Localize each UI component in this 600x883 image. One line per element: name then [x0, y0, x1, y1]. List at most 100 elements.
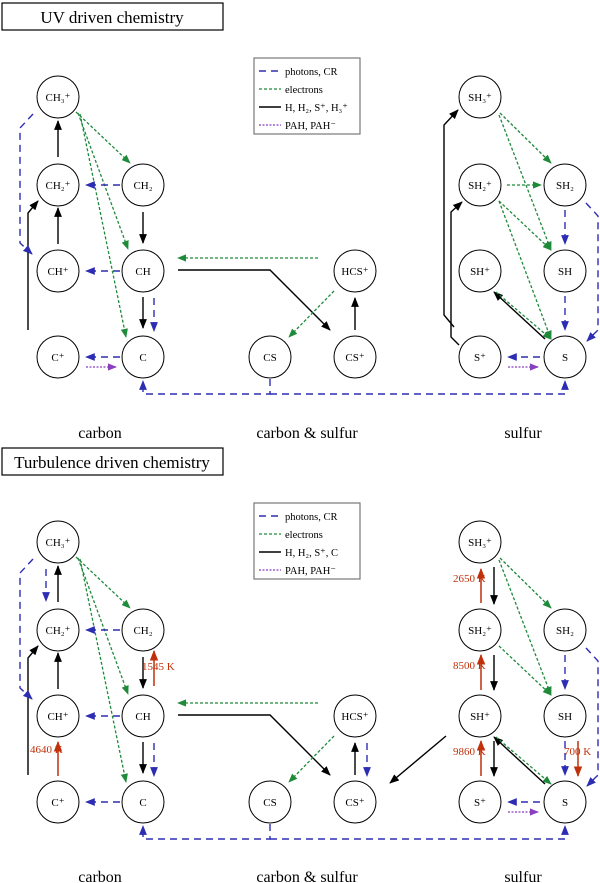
species-node-CHp: CH⁺ [36, 694, 80, 738]
node-label: HCS⁺ [341, 266, 368, 278]
legend-label-photon: photons, CR [285, 67, 338, 78]
legend: photons, CR electrons H, H₂, S⁺, H₃⁺ PAH, P… [253, 57, 361, 135]
node-label: SH⁺ [470, 711, 490, 723]
node-label: CH₂⁺ [46, 625, 71, 637]
node-label: SH₃⁺ [468, 537, 492, 549]
species-node-C: C [121, 335, 165, 379]
node-circle [121, 249, 165, 293]
group-label-carbon-sulfur: carbon & sulfur [256, 425, 358, 442]
legend-label-electron: electrons [285, 85, 323, 96]
node-circle [121, 163, 165, 207]
edge-Cp-CH2p [27, 645, 39, 775]
node-circle [458, 249, 502, 293]
node-label: SH₂⁺ [468, 625, 492, 637]
node-circle [458, 335, 502, 379]
edge-SH2p-S [498, 200, 552, 340]
uv-driven-panel: UV driven chemistry photons, CR electrons… [1, 2, 599, 442]
edge-HCSp-CS [288, 735, 335, 783]
temperature-label: 1545 K [142, 661, 175, 673]
edge-SHp-S [495, 736, 552, 785]
node-label: SH₂ [556, 180, 574, 192]
panel-title: UV driven chemistry [40, 8, 184, 27]
edge-SHp-S [495, 291, 552, 340]
node-label: CS [263, 352, 276, 364]
species-node-SH2p: SH₂⁺ [458, 608, 502, 652]
species-node-SHp: SH⁺ [458, 694, 502, 738]
species-node-SH2: SH₂ [543, 608, 587, 652]
node-circle [543, 163, 587, 207]
node-label: CH₂ [133, 625, 152, 637]
species-node-Sp: S⁺ [458, 335, 502, 379]
edge-CS-S [270, 825, 569, 840]
edge-S-SHp [493, 736, 546, 785]
panel-title-box [1, 2, 224, 31]
species-node-CH2p: CH₂⁺ [36, 608, 80, 652]
legend-label-chem: H, H₂, S⁺, H₃⁺ [285, 103, 348, 114]
node-circle [36, 520, 80, 564]
legend-label-pah: PAH, PAH⁻ [285, 566, 336, 577]
edge-CH3p-CH2 [75, 111, 131, 164]
group-label-carbon-sulfur: carbon & sulfur [256, 869, 358, 883]
edge-CH3p-CH [77, 112, 129, 250]
edge-HCSp-CS [288, 290, 335, 338]
legend-label-chem: H, H₂, S⁺, C [285, 548, 338, 559]
species-node-Sp: S⁺ [458, 780, 502, 824]
node-circle [36, 780, 80, 824]
edge-SH3p-SH [498, 114, 552, 251]
node-circle [458, 75, 502, 119]
node-label: CS [263, 797, 276, 809]
node-label: S [562, 352, 568, 364]
node-label: C [139, 797, 146, 809]
legend-label-electron: electrons [285, 530, 323, 541]
node-label: CS⁺ [345, 797, 364, 809]
edge-CH3p-CH [77, 557, 129, 695]
node-circle [458, 608, 502, 652]
edge-SH2p-SH [498, 645, 552, 696]
node-circle [36, 694, 80, 738]
edge-CH3p-C [79, 113, 128, 338]
node-label: S⁺ [474, 797, 486, 809]
species-node-CH2: CH₂ [121, 163, 165, 207]
edge-SH2-S [585, 202, 599, 342]
edge-SH3p-SH2 [499, 112, 552, 164]
node-circle [543, 249, 587, 293]
species-node-CS: CS [248, 335, 292, 379]
node-label: SH₂⁺ [468, 180, 492, 192]
group-label-carbon: carbon [78, 425, 122, 442]
node-label: SH₃⁺ [468, 92, 492, 104]
node-label: CH [135, 266, 150, 278]
temperature-label: 2650 K [453, 573, 486, 585]
edge-CH3p-CHp [19, 558, 34, 700]
node-label: CH₂ [133, 180, 152, 192]
node-label: SH⁺ [470, 266, 490, 278]
node-circle [458, 520, 502, 564]
species-node-CH: CH [121, 694, 165, 738]
turbulence-driven-panel: Turbulence driven chemistry photons, CRe… [1, 447, 599, 883]
node-label: CS⁺ [345, 352, 364, 364]
species-node-S: S [543, 335, 587, 379]
legend: photons, CR electrons H, H₂, S⁺, C PAH, PAH… [253, 502, 361, 580]
node-circle [36, 163, 80, 207]
node-circle [248, 335, 292, 379]
species-node-CH3p: CH₃⁺ [36, 520, 80, 564]
node-circle [121, 694, 165, 738]
species-node-CHp: CH⁺ [36, 249, 80, 293]
node-label: C⁺ [51, 352, 64, 364]
node-label: SH₂ [556, 625, 574, 637]
species-node-SH: SH [543, 249, 587, 293]
node-circle [121, 780, 165, 824]
node-label: CH₃⁺ [46, 537, 71, 549]
node-circle [458, 780, 502, 824]
species-node-SHp: SH⁺ [458, 249, 502, 293]
node-label: C⁺ [51, 797, 64, 809]
legend-label-photon: photons, CR [285, 512, 338, 523]
legend-label-pah: PAH, PAH⁻ [285, 121, 336, 132]
node-label: S⁺ [474, 352, 486, 364]
group-label-sulfur: sulfur [504, 425, 542, 442]
node-label: CH₃⁺ [46, 92, 71, 104]
species-node-SH2p: SH₂⁺ [458, 163, 502, 207]
node-circle [36, 75, 80, 119]
species-node-HCSp: HCS⁺ [333, 249, 377, 293]
species-node-S: S [543, 780, 587, 824]
